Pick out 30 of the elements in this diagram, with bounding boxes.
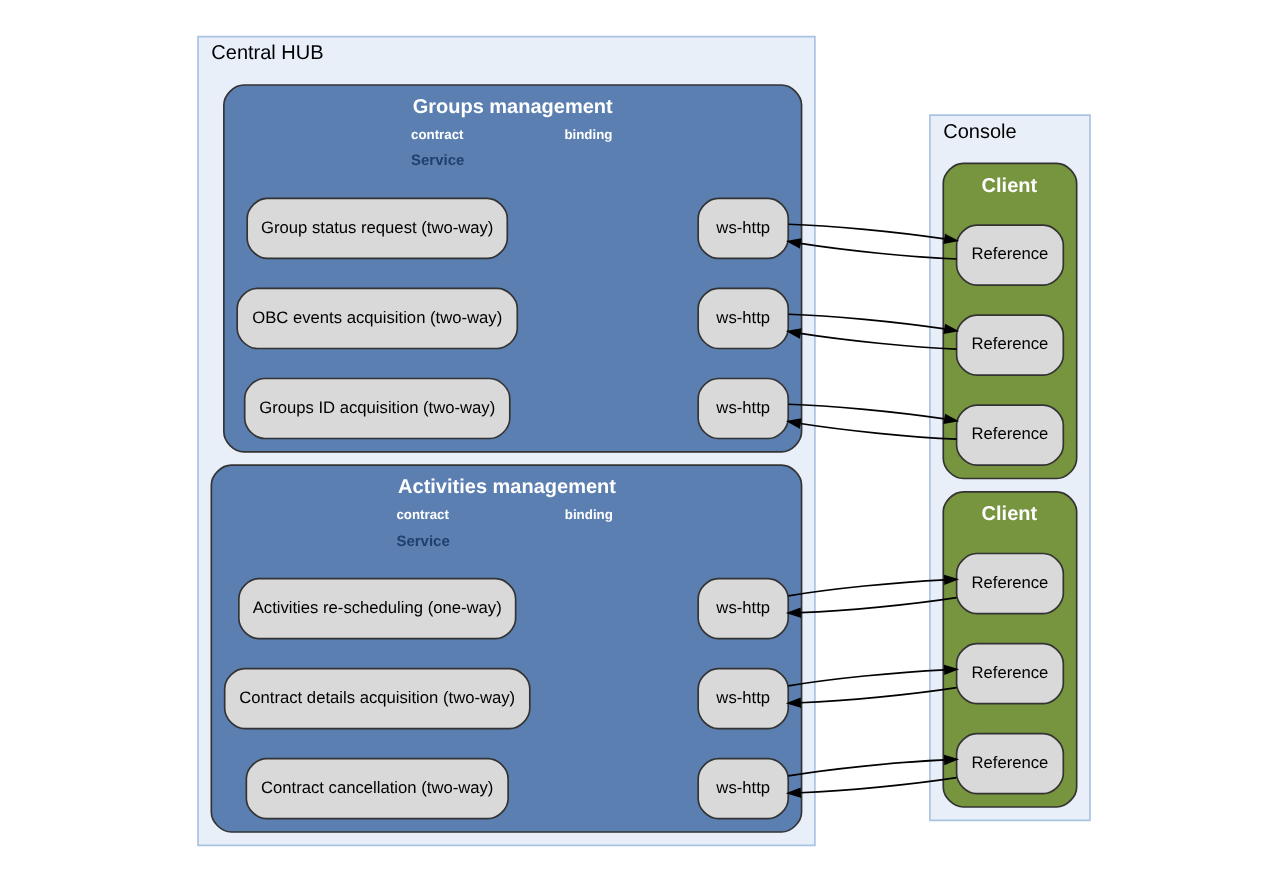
node-box: Groups ID acquisition (two-way): [242, 377, 510, 440]
node-box: OBC events acquisition (two-way): [235, 287, 518, 350]
arrow: [784, 596, 957, 618]
node-box: Reference: [954, 404, 1064, 466]
node-box: ws-http: [696, 577, 789, 640]
arrow: [784, 686, 957, 708]
node-box: ws-http: [696, 197, 789, 260]
node-box: ws-http: [696, 377, 789, 440]
arrow: [786, 664, 959, 687]
arrow: [784, 328, 957, 350]
node-box: ws-http: [696, 667, 789, 730]
node-box: Contract details acquisition (two-way): [222, 667, 530, 730]
node-box: Reference: [954, 314, 1064, 376]
arrow: [786, 403, 959, 425]
node-box: Activities re-scheduling (one-way): [237, 577, 516, 640]
arrow: [786, 574, 959, 597]
arrow: [786, 754, 959, 777]
arrow: [786, 223, 959, 244]
node-box: ws-http: [696, 287, 789, 350]
node-box: ws-http: [696, 757, 789, 820]
arrow: [784, 238, 957, 260]
arrow: [784, 776, 957, 798]
arrow: [784, 418, 957, 440]
node-box: Group status request (two-way): [245, 197, 508, 260]
node-box: Reference: [954, 552, 1064, 615]
arrow: [786, 313, 959, 335]
node-box: Reference: [954, 224, 1064, 286]
node-box: Contract cancellation (two-way): [244, 757, 508, 820]
node-box: Reference: [954, 642, 1064, 705]
node-box: Reference: [954, 732, 1064, 795]
